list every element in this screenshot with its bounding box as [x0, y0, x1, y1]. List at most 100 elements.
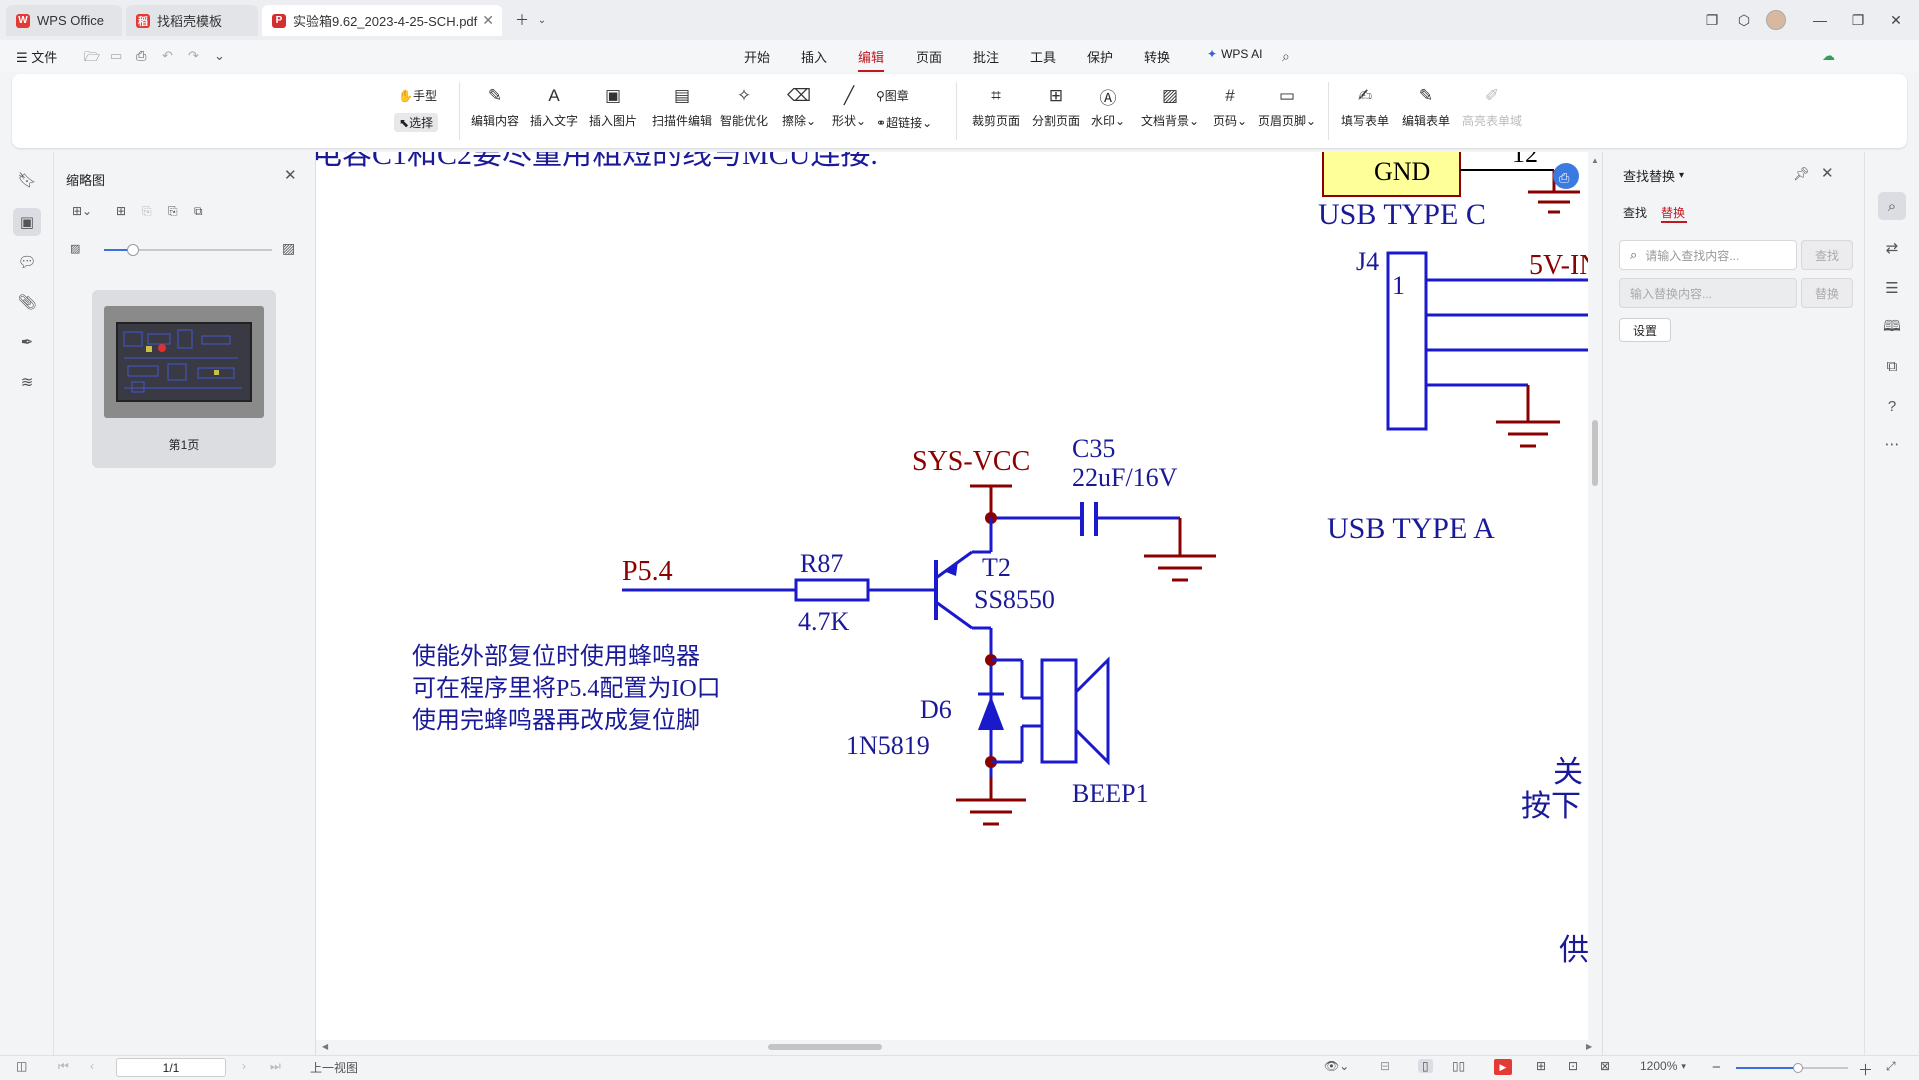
menu-comment[interactable]: 批注 — [973, 50, 1000, 65]
thumbnail-size-slider[interactable] — [104, 244, 272, 256]
scrollbar-thumb[interactable] — [1592, 420, 1598, 486]
last-page-icon[interactable]: ⏭ — [270, 1059, 281, 1073]
find-replace-title[interactable]: 查找替换▾ — [1623, 166, 1684, 185]
find-button[interactable]: 查找 — [1801, 240, 1853, 270]
zoom-slider[interactable] — [1736, 1063, 1848, 1073]
actual-size-icon[interactable]: ⊠ — [1600, 1059, 1611, 1073]
new-tab-button[interactable]: ＋ — [510, 8, 534, 32]
select-tool-button[interactable]: ⬉ 选择 — [394, 113, 439, 132]
search-icon[interactable]: ⌕ — [1282, 48, 1290, 64]
adjust-icon[interactable]: ☰ — [1885, 280, 1899, 297]
minimize-button[interactable]: — — [1808, 8, 1832, 32]
menu-start[interactable]: 开始 — [744, 50, 771, 65]
float-badge-icon[interactable] — [1553, 163, 1579, 189]
print-icon[interactable]: ⎙ — [136, 48, 147, 63]
fit-page-icon[interactable]: ⊡ — [1568, 1059, 1579, 1073]
settings-button[interactable]: 设置 — [1619, 318, 1671, 342]
first-page-icon[interactable]: ⏮ — [58, 1059, 69, 1073]
dual-page-icon[interactable]: ▯▯ — [1452, 1059, 1466, 1073]
split-view-icon[interactable]: ⧉ — [1886, 357, 1898, 375]
copy-page-icon[interactable]: ⎘ — [168, 204, 178, 218]
play-icon[interactable]: ▶ — [1494, 1059, 1512, 1075]
extract-page-icon[interactable]: ⎘ — [142, 204, 152, 218]
scroll-right-icon[interactable]: ▶ — [1586, 1042, 1593, 1051]
restore-button[interactable]: ❐ — [1846, 8, 1870, 32]
cube-button[interactable]: ⬡ — [1732, 8, 1756, 32]
scroll-left-icon[interactable]: ◀ — [322, 1042, 329, 1051]
highlight-field-button[interactable]: ✐高亮表单域 — [1459, 84, 1525, 138]
wps-ai-button[interactable]: ✦ WPS AI — [1207, 47, 1262, 61]
bookmark-icon[interactable]: 🔖︎ — [17, 172, 37, 189]
search-icon[interactable]: ⌕ — [1878, 192, 1906, 220]
sidebar-toggle-icon[interactable]: ◫ — [16, 1059, 28, 1073]
chevron-down-icon[interactable]: ⌄ — [214, 48, 225, 63]
comment-icon[interactable]: 💬︎ — [17, 254, 37, 271]
single-page-icon[interactable]: ▯ — [1418, 1059, 1433, 1073]
menu-page[interactable]: 页面 — [916, 50, 943, 65]
slider-knob[interactable] — [127, 244, 139, 256]
page-number-input[interactable]: 1/1 — [116, 1058, 226, 1077]
grid-view-icon[interactable]: ⊞⌄ — [72, 204, 93, 218]
eraser-button[interactable]: ⌫擦除⌄ — [770, 84, 828, 138]
close-icon[interactable]: ✕ — [284, 167, 297, 184]
insert-image-button[interactable]: ▣插入图片 — [584, 84, 642, 138]
replace-input[interactable]: 输入替换内容... — [1619, 278, 1797, 308]
menu-insert[interactable]: 插入 — [801, 50, 828, 65]
save-icon[interactable]: ▭ — [110, 48, 123, 63]
fill-form-button[interactable]: ✍填写表单 — [1336, 84, 1394, 138]
tab-list-button[interactable]: ⌄ — [530, 8, 554, 32]
menu-protect[interactable]: 保护 — [1087, 50, 1114, 65]
page-number-button[interactable]: #页码⌄ — [1201, 84, 1259, 138]
search-input[interactable]: ⌕ 请输入查找内容... — [1619, 240, 1797, 270]
slider-knob[interactable] — [1793, 1063, 1803, 1073]
signature-icon[interactable]: ✒ — [20, 334, 34, 351]
cloud-sync-icon[interactable]: ☁ — [1822, 48, 1835, 63]
add-page-icon[interactable]: ⊞ — [116, 204, 127, 218]
header-footer-button[interactable]: ▭页眉页脚⌄ — [1255, 84, 1319, 138]
pin-icon[interactable]: 📌︎ — [1793, 166, 1810, 181]
duplicate-page-icon[interactable]: ⧉ — [194, 204, 203, 218]
avatar[interactable] — [1764, 8, 1788, 32]
eye-icon[interactable]: 👁︎⌄ — [1324, 1059, 1350, 1073]
menu-convert[interactable]: 转换 — [1144, 50, 1171, 65]
scroll-up-icon[interactable]: ▲ — [1591, 156, 1599, 165]
smart-optimize-button[interactable]: ✧智能优化 — [715, 84, 773, 138]
thumbnail-icon[interactable]: ▣ — [13, 208, 41, 236]
prev-view-button[interactable]: 上一视图 — [310, 1061, 359, 1075]
hyperlink-button[interactable]: ⚭ 超链接 ⌄ — [876, 114, 932, 131]
crop-page-button[interactable]: ⌗裁剪页面 — [967, 84, 1025, 138]
fit-width-icon[interactable]: ⊞ — [1536, 1059, 1547, 1073]
tab-pdf[interactable]: P 实验箱9.62_2023-4-25-SCH.pdf ✕ — [262, 5, 502, 36]
vertical-scrollbar[interactable]: ▲ ▼ — [1588, 152, 1602, 1055]
tab-wps-office[interactable]: W WPS Office — [6, 5, 122, 36]
edit-content-button[interactable]: ✎编辑内容 — [466, 84, 524, 138]
file-menu[interactable]: ☰ 文件 — [16, 47, 57, 66]
doc-background-button[interactable]: ▨文档背景⌄ — [1138, 84, 1202, 138]
menu-edit[interactable]: 编辑 — [858, 47, 885, 72]
undo-icon[interactable]: ↶ — [162, 48, 173, 63]
horizontal-scrollbar[interactable]: ◀ ▶ — [316, 1040, 1602, 1055]
open-folder-icon[interactable]: 🗁 — [84, 49, 101, 64]
translate-icon[interactable]: ⇄ — [1885, 240, 1899, 257]
next-page-icon[interactable]: › — [242, 1059, 246, 1073]
read-mode-icon[interactable]: 🕮︎ — [1883, 317, 1901, 335]
close-icon[interactable]: ✕ — [1821, 165, 1834, 182]
stamp-button[interactable]: ⚲ 图章 — [876, 87, 909, 104]
scrollbar-thumb[interactable] — [768, 1044, 882, 1050]
continuous-page-icon[interactable]: ⊟ — [1380, 1059, 1391, 1073]
more-icon[interactable]: ⋯ — [1884, 436, 1900, 453]
redo-icon[interactable]: ↷ — [188, 48, 199, 63]
shape-button[interactable]: ╱形状⌄ — [820, 84, 878, 138]
document-view[interactable]: 电容C1和C2要尽量用粗短的线与MCU连接. GND 12 ⎙ USB TYPE… — [316, 152, 1588, 1042]
split-page-button[interactable]: ⊞分割页面 — [1027, 84, 1085, 138]
hand-tool-button[interactable]: ✋ 手型 — [398, 87, 437, 104]
attachment-icon[interactable]: 📎︎ — [17, 294, 37, 311]
layers-icon[interactable]: ≋ — [20, 374, 34, 391]
help-icon[interactable]: ? — [1887, 397, 1897, 415]
zoom-select[interactable]: 1200%▾ — [1640, 1059, 1686, 1073]
zoom-in-icon[interactable]: ＋ — [1858, 1062, 1874, 1079]
close-icon[interactable]: ✕ — [482, 12, 494, 28]
tab-replace[interactable]: 替换 — [1661, 206, 1686, 220]
